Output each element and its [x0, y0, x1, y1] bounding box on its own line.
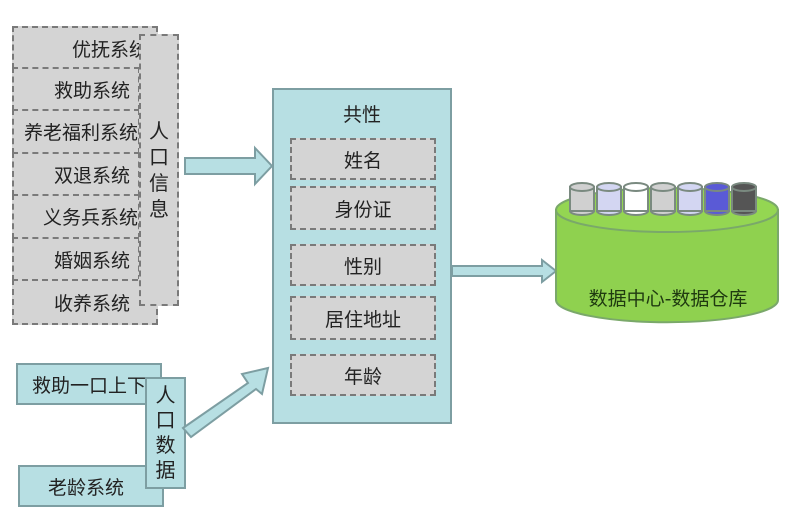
field-age: 年龄	[290, 354, 436, 396]
label-char: 人	[155, 383, 176, 407]
mini-cylinder	[596, 182, 622, 216]
system-label: 优抚系统	[71, 39, 148, 61]
label-char: 息	[149, 197, 169, 221]
population-data-label-box: 人 口 数 据	[145, 377, 186, 489]
system-label: 救助一口上下	[32, 374, 147, 397]
field-label: 年龄	[343, 365, 382, 388]
mini-cylinder	[704, 182, 730, 216]
field-gender: 性别	[290, 244, 436, 286]
field-label: 姓名	[343, 149, 382, 172]
system-label: 收养系统	[53, 292, 130, 315]
mini-cylinder	[623, 182, 649, 216]
common-attributes-box: 共性 姓名 身份证 性别 居住地址 年龄	[272, 88, 452, 424]
label-char: 口	[149, 145, 169, 169]
label-char: 数	[155, 433, 176, 457]
system-box-shouyang: 收养系统	[12, 279, 158, 325]
field-label: 性别	[343, 255, 382, 278]
mini-cylinder	[677, 182, 703, 216]
field-id-card: 身份证	[290, 186, 436, 230]
system-box-laoling: 老龄系统	[18, 465, 164, 507]
mini-cylinder	[731, 182, 757, 216]
system-label: 双退系统	[53, 164, 130, 187]
label-char: 人	[149, 119, 169, 143]
system-box-jiuzhu-shangxia: 救助一口上下	[16, 363, 162, 405]
field-label: 身份证	[334, 198, 392, 221]
field-name: 姓名	[290, 138, 436, 180]
data-center-label: 数据中心-数据仓库	[588, 288, 748, 310]
arrow-common-to-datacenter	[451, 257, 558, 285]
system-box-youfu: 优抚系统	[12, 26, 158, 69]
label-char: 口	[155, 408, 176, 432]
system-label: 义务兵系统	[42, 207, 138, 229]
system-label: 养老福利系统	[23, 122, 138, 144]
label-char: 据	[155, 458, 176, 482]
mini-cylinders	[569, 182, 757, 216]
mini-cylinder	[650, 182, 676, 216]
system-box-yanglao: 养老福利系统	[12, 109, 140, 154]
field-label: 居住地址	[324, 308, 401, 331]
arrow-info-to-common	[184, 145, 274, 187]
cylinder-body	[555, 209, 779, 324]
system-label: 婚姻系统	[53, 249, 130, 272]
common-title: 共性	[342, 104, 381, 126]
arrow-data-to-common	[181, 366, 270, 439]
system-label: 救助系统	[53, 79, 130, 102]
field-address: 居住地址	[290, 296, 436, 340]
system-box-jiuzhu: 救助系统	[12, 67, 140, 111]
mini-cylinder	[569, 182, 595, 216]
label-char: 信	[149, 171, 169, 195]
system-label: 老龄系统	[48, 476, 125, 499]
population-info-label-box: 人 口 信 息	[139, 34, 179, 306]
system-box-yiwubing: 义务兵系统	[12, 194, 140, 239]
